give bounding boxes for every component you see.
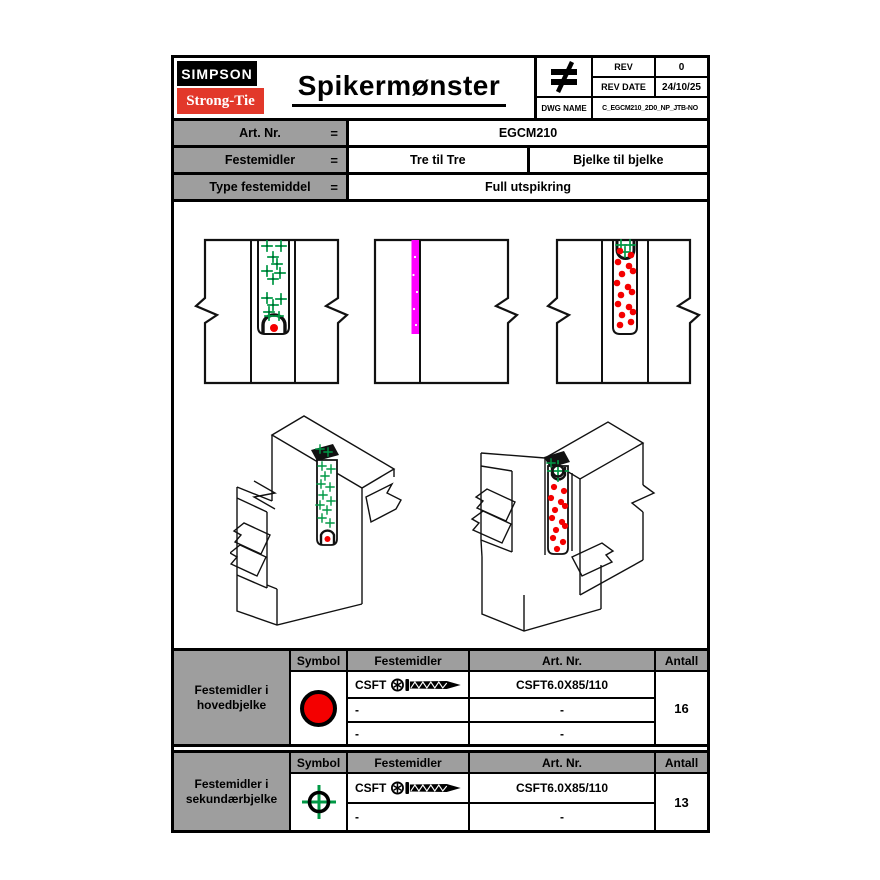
nail-markers-secondary [315,444,336,528]
side-view-hanger [373,238,520,385]
festemidler-value-1: Tre til Tre [409,153,466,167]
fastener-table-hovedbjelke: Festemidler i hovedbjelke Symbol Festemi… [174,648,707,747]
isometric-view-left [230,415,402,626]
col-header-festemidler: Festemidler [348,651,468,670]
not-equal-icon [537,58,591,96]
art-nr-cell: - [470,723,654,744]
col-header-festemidler: Festemidler [348,753,468,772]
fastener-cell: - [348,804,468,830]
fastener-cell: CSFT [348,672,468,697]
title-block: SIMPSON Strong-Tie Spikermønster REV 0 R… [174,58,707,121]
dwg-name-label: DWG NAME [537,98,591,118]
drawing-sheet: SIMPSON Strong-Tie Spikermønster REV 0 R… [171,55,710,833]
equals-sign: = [330,152,338,168]
drawing-area [174,202,707,648]
screw-icon [391,678,462,691]
red-dot-icon [291,672,346,744]
table-row-label: Festemidler i hovedbjelke [174,651,289,744]
hanger-plate-highlight [411,240,420,334]
secondary-fastener-marker [546,458,569,482]
main-fastener-marker [270,324,278,332]
part-info-table: Art. Nr. = EGCM210 Festemidler = Tre til T… [174,121,707,202]
art-nr-cell: - [470,699,654,721]
back-view-main-fasteners [545,238,702,385]
page-title: Spikermønster [291,70,507,107]
fastener-cell: - [348,699,468,721]
equals-sign: = [330,179,338,195]
front-view-secondary-fasteners [193,238,350,385]
fastener-name: CSFT [355,677,387,692]
equals-sign: = [330,125,338,141]
fastener-name: CSFT [355,781,387,795]
info-label: Art. Nr. [239,126,281,140]
festemidler-value-2: Bjelke til bjelke [526,148,708,172]
art-nr-cell: CSFT6.0X85/110 [470,774,654,802]
green-crosshair-icon [291,774,346,830]
fastener-cell: CSFT [348,774,468,802]
type-festemiddel-value: Full utspikring [484,180,572,194]
revision-block: REV 0 REV DATE 24/10/25 DWG NAME C_EGCM2… [534,58,707,118]
col-header-art-nr: Art. Nr. [470,651,654,670]
fastener-table-sekundaerbjelke: Festemidler i sekundærbjelke Symbol Fest… [174,750,707,830]
main-fastener-marker [324,536,331,542]
logo-simpson: SIMPSON [177,61,257,86]
info-label: Type festemiddel [209,180,311,194]
col-header-symbol: Symbol [291,651,346,670]
info-row-festemidler: Festemidler = Tre til Tre Bjelke til bjel… [174,148,707,175]
art-nr-value: EGCM210 [498,126,558,140]
rev-label: REV [593,58,654,76]
table-row-label: Festemidler i sekundærbjelke [174,753,289,830]
rev-date-label: REV DATE [593,78,654,96]
col-header-antall: Antall [656,753,707,772]
col-header-art-nr: Art. Nr. [470,753,654,772]
antall-value: 16 [656,672,707,744]
art-nr-cell: - [470,804,654,830]
simpson-strongtie-logo: SIMPSON Strong-Tie [174,58,264,118]
col-header-antall: Antall [656,651,707,670]
logo-strongtie: Strong-Tie [177,88,264,114]
rev-date-value: 24/10/25 [656,78,707,96]
fastener-cell: - [348,723,468,744]
col-header-symbol: Symbol [291,753,346,772]
isometric-view-right [470,421,656,632]
screw-icon [391,781,462,795]
info-row-type: Type festemiddel = Full utspikring [174,175,707,199]
info-label: Festemidler [224,153,296,167]
rev-value: 0 [656,58,707,76]
info-row-art-nr: Art. Nr. = EGCM210 [174,121,707,148]
dwg-name-value: C_EGCM210_2D0_NP_JTB-NO [593,98,707,118]
nail-markers-main [613,247,637,329]
nail-markers-main [547,483,569,553]
antall-value: 13 [656,774,707,830]
art-nr-cell: CSFT6.0X85/110 [470,672,654,697]
nail-markers-secondary [261,240,287,321]
